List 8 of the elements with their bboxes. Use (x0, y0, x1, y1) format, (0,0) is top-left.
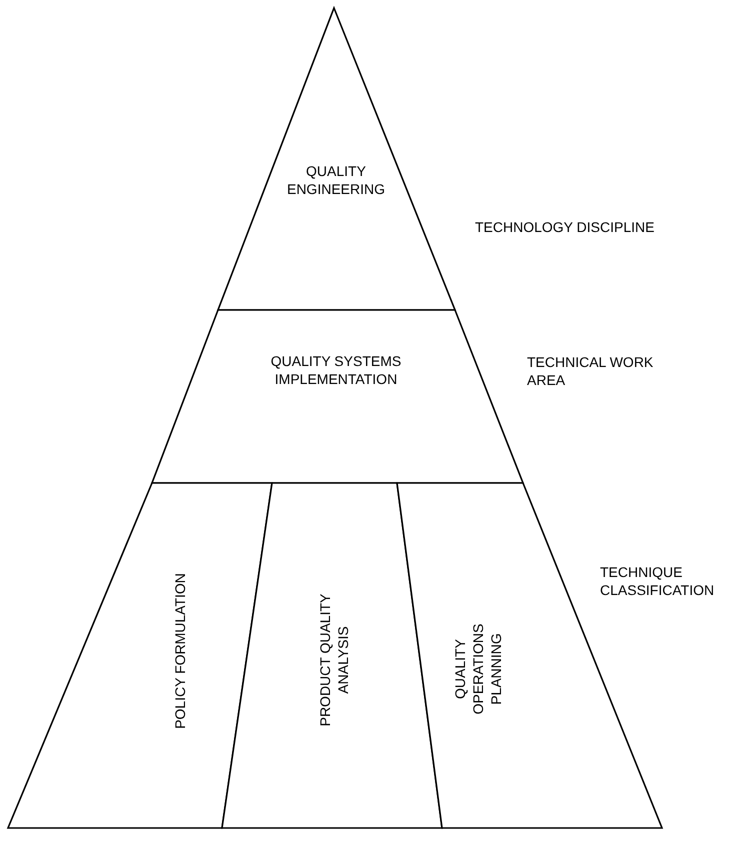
section-label: QUALITY SYSTEMS IMPLEMENTATION (270, 352, 402, 388)
section-label: QUALITY OPERATIONS PLANNING (451, 622, 505, 716)
section-label: QUALITY ENGINEERING (286, 162, 386, 198)
section-label: PRODUCT QUALITY ANALYSIS (316, 592, 352, 728)
level-label: TECHNIQUE CLASSIFICATION (600, 563, 716, 599)
section-label: POLICY FORMULATION (171, 572, 189, 731)
level-label: TECHNOLOGY DISCIPLINE (475, 218, 656, 236)
level-label: TECHNICAL WORK AREA (527, 353, 654, 389)
